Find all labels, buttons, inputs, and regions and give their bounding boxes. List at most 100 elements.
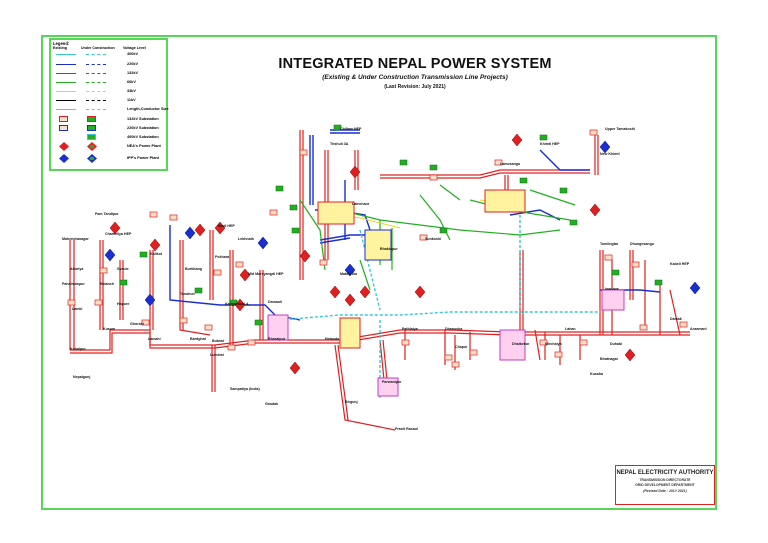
station-label-kusum: Kusum <box>103 327 115 331</box>
green-substations <box>119 124 663 326</box>
station-label-kabeli: Kabeli HEP <box>670 262 690 266</box>
ipp-plant-uc-icon <box>87 154 97 163</box>
substation-220-icon <box>59 125 68 131</box>
station-label-kaligandaki: Kaligandaki A <box>225 302 249 306</box>
revision-note: (Last Revision: July 2021) <box>384 84 446 90</box>
station-label-lamki: Lamki <box>72 307 82 311</box>
station-label-syaule: Syaule <box>117 267 129 271</box>
station-label-inaruwa: Inaruwa <box>605 287 620 291</box>
small-substations <box>67 129 688 368</box>
station-label-khimti: Khimti HEP <box>540 142 560 146</box>
station-label-chilime: Chilime HEP <box>340 127 362 131</box>
legend-row-132-substation: 132kV Substation <box>54 116 166 122</box>
station-label-duhabi: Duhabi <box>610 342 622 346</box>
legend-label-220kv: 220kV <box>127 62 138 66</box>
station-label-gandak: Gandak <box>265 402 278 406</box>
station-label-kusaha: Kusaha <box>590 372 604 376</box>
station-label-chameliya: Chameliya HEP <box>105 232 132 236</box>
station-label-biratnagar: Biratnagar <box>600 357 619 361</box>
station-label-pokhara: Pokhara <box>215 255 230 259</box>
authority-revised: (Revised Date : JULY 2021) <box>643 488 687 493</box>
station-label-kohalpur: Kohalpur <box>70 347 86 351</box>
legend-label-11kv: 11kV <box>127 98 136 102</box>
station-label-nepalgunj: Nepalgunj <box>73 375 90 379</box>
station-label-dhalkebar: Dhalkebar <box>512 342 530 346</box>
substation-220-uc-icon <box>87 125 96 131</box>
legend-title: Legend: <box>53 41 70 46</box>
legend-label-nea-plant: NEA's Power Plant <box>127 144 161 148</box>
station-label-mirchaiya: Mirchaiya <box>545 342 563 346</box>
substation-hub-hetauda <box>339 317 361 349</box>
authority-dept-2: GRID DEVELOPMENT DEPARTMENT <box>635 483 695 487</box>
legend-box: Legend: Existing Under Construction Volt… <box>49 38 169 171</box>
station-label-sunkoshi: Sunkoshi <box>425 237 441 241</box>
substation-hub-matatirtha <box>364 229 392 261</box>
station-label-lahan: Lahan <box>565 327 576 331</box>
legend-label-400-substation: 400kV Substation <box>127 135 159 139</box>
station-label-modi: Modi HEP <box>218 224 235 228</box>
legend-row-ipp-plant: IPP's Power Plant <box>54 154 166 163</box>
authority-name: NEPAL ELECTRICITY AUTHORITY <box>616 470 714 476</box>
substation-132-icon <box>59 116 68 122</box>
authority-dept-1: TRANSMISSION DIRECTORATE <box>639 477 691 482</box>
station-label-ramgarh: Pam Tandipur <box>95 212 119 216</box>
station-label-new_khimti: New Khimti <box>600 152 620 156</box>
page-title: INTEGRATED NEPAL POWER SYSTEM <box>278 56 552 72</box>
substation-132-uc-icon <box>87 116 96 122</box>
station-label-birgunj: Birgunj <box>345 400 358 404</box>
ipp-plant-icon <box>59 154 69 163</box>
station-label-butwal: Butwal <box>212 339 224 343</box>
station-label-rauxal: Pranit Raxaul <box>395 427 418 431</box>
lines-220kv <box>169 129 661 321</box>
substation-hub-dhalkebar <box>499 329 526 361</box>
substation-hub-lamosangu <box>484 189 526 213</box>
station-label-dailekh: Kalikot <box>150 252 163 256</box>
station-label-pahalmanpur: Pahalmanpur <box>62 282 85 286</box>
legend-header-voltage: Voltage Level <box>123 46 146 50</box>
legend-label-132-substation: 132kV Substation <box>127 117 159 121</box>
station-label-lekhnath: Lekhnath <box>238 237 254 241</box>
power-plants-ipp <box>104 140 701 307</box>
legend-row-33kv: 33kV <box>54 89 166 94</box>
nea-plant-uc-icon <box>87 142 97 151</box>
station-label-bharatpur: Bharatpur <box>268 337 286 341</box>
title-block: INTEGRATED NEPAL POWER SYSTEM (Existing … <box>250 56 580 90</box>
station-label-mahendranagar: Mahendranagar <box>62 237 89 241</box>
station-label-balanch: Balanch <box>100 282 114 286</box>
legend-header-under-construction: Under Construction <box>81 46 115 50</box>
substation-hub-inaruwa <box>601 289 625 311</box>
station-label-tumlingtar: Tumlingtar <box>600 242 619 246</box>
station-label-attariya: Attariya <box>70 267 84 271</box>
map-frame <box>41 35 717 510</box>
legend-header-existing: Existing <box>53 46 67 50</box>
station-label-lamosangu: Lamosangu <box>500 162 520 166</box>
station-label-hapure: Hapure <box>117 302 129 306</box>
station-label-marsyangdi: Mid Marsyangdi HEP <box>248 272 284 276</box>
station-label-pathlaiya: Pathlaiya <box>402 327 419 331</box>
station-label-parwanipur: Parwanipur <box>382 380 402 384</box>
legend-row-220kv: 220kV <box>54 62 166 67</box>
station-label-dhanusha: Dhanusha <box>445 327 463 331</box>
station-label-anarmani: Anarmani <box>690 327 707 331</box>
station-label-upper_tamakoshi: Upper Tamakoshi <box>605 127 635 131</box>
legend-row-400kv: 400kV <box>54 52 166 57</box>
legend-label-66kv: 66kV <box>127 80 136 84</box>
legend-row-220-substation: 220kV Substation <box>54 125 166 131</box>
station-label-lumbini: Lumbini <box>210 353 224 357</box>
station-label-hetauda: Hetauda <box>325 337 340 341</box>
legend-label-length: Length,Conductor Size <box>127 107 169 111</box>
station-label-bardghat: Bardghat <box>190 337 207 341</box>
substation-hub-bharatpur <box>267 314 289 341</box>
station-label-ghorahi: Ghorahi <box>130 322 144 326</box>
substation-hub-bhaktapur <box>317 201 355 225</box>
station-label-damauli: Damauli <box>268 300 282 304</box>
station-label-damak: Damak <box>670 317 682 321</box>
nea-plant-icon <box>59 142 69 151</box>
station-label-dhungesangu: Dhungesangu <box>630 242 654 246</box>
legend-label-400kv: 400kV <box>127 52 138 56</box>
legend-row-66kv: 66kV <box>54 80 166 85</box>
station-label-matatirtha: Matatirtha <box>340 272 358 276</box>
station-label-lainchaur: Lainchaur <box>352 202 370 206</box>
major-substations <box>267 189 625 397</box>
